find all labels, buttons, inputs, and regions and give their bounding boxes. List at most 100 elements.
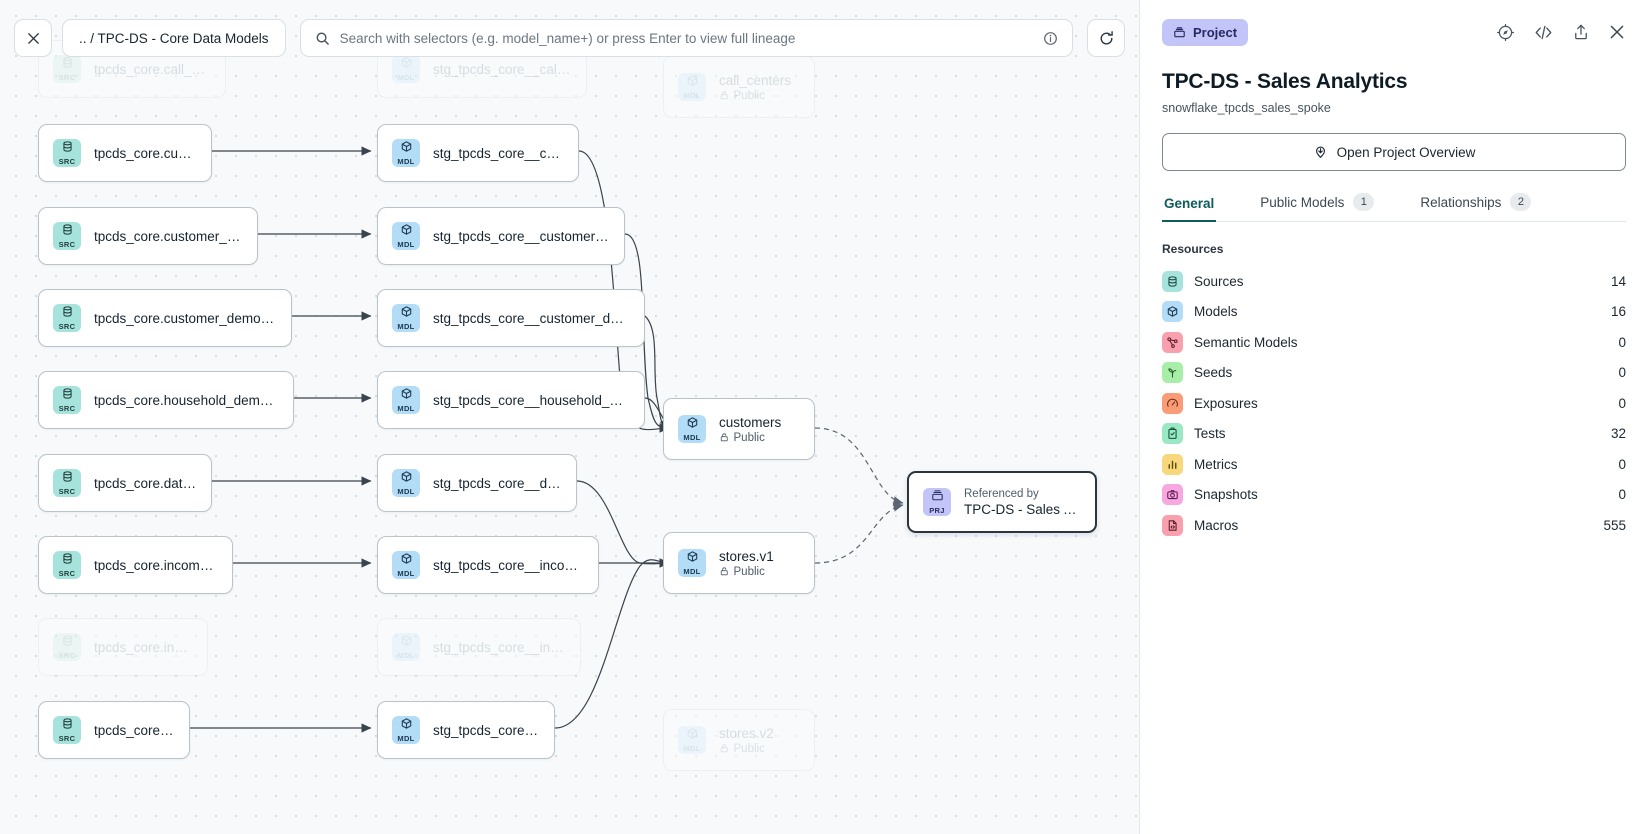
node-text: stg_tpcds_core__call_center (433, 62, 572, 77)
database-icon (61, 634, 74, 651)
node-text: stg_tpcds_core__customer_address (433, 229, 610, 244)
close-icon (27, 32, 39, 44)
cube-icon (400, 56, 413, 73)
close-panel-icon[interactable] (1608, 23, 1626, 41)
lineage-node-mdl-stg-household[interactable]: MDLstg_tpcds_core__household_demogr… (377, 371, 645, 429)
gauge-icon (1162, 392, 1183, 414)
tab-general[interactable]: General (1162, 196, 1217, 222)
code-icon[interactable] (1533, 22, 1554, 43)
node-type-label: SRC (58, 73, 76, 83)
cube-icon (400, 552, 413, 569)
open-project-overview-button[interactable]: Open Project Overview (1162, 133, 1626, 171)
project-chip-label: Project (1193, 24, 1238, 40)
node-kicker: Referenced by (964, 487, 1039, 500)
node-type-badge-mdl: MDL (392, 55, 420, 83)
node-type-badge-mdl: MDL (392, 222, 420, 250)
resource-name: Snapshots (1194, 487, 1258, 503)
project-icon (931, 489, 944, 506)
node-type-label: MDL (683, 744, 701, 754)
cube-icon (400, 305, 413, 322)
node-type-label: MDL (397, 487, 415, 497)
refresh-icon (1100, 30, 1113, 44)
resource-count: 0 (1618, 487, 1626, 503)
node-type-badge-src: SRC (53, 55, 81, 83)
tab-label: Public Models (1260, 194, 1345, 210)
lineage-edge (578, 150, 670, 433)
node-type-badge-mdl: MDL (392, 716, 420, 744)
explore-icon[interactable] (1496, 23, 1515, 42)
node-type-label: MDL (397, 322, 415, 332)
lineage-node-mdl-stg-customer-demo[interactable]: MDLstg_tpcds_core__customer_demogra… (377, 289, 645, 347)
clipboard-check-icon (1162, 423, 1183, 445)
refresh-button[interactable] (1087, 19, 1125, 57)
node-type-badge-mdl: MDL (392, 304, 420, 332)
resource-name: Macros (1194, 517, 1239, 533)
resource-count: 0 (1618, 395, 1626, 411)
database-icon (1162, 270, 1183, 292)
node-type-label: MDL (397, 157, 415, 167)
database-icon (61, 552, 74, 569)
node-type-label: SRC (58, 734, 76, 744)
search-bar[interactable] (299, 19, 1073, 57)
node-text: tpcds_core.call_center (94, 62, 211, 77)
node-title: TPC-DS - Sales Analytics (964, 501, 1081, 517)
node-type-badge-mdl: MDL (678, 73, 706, 101)
breadcrumb-label: .. / TPC-DS - Core Data Models (79, 30, 269, 46)
file-code-icon (1162, 514, 1183, 536)
info-icon[interactable] (1043, 31, 1058, 46)
resource-name: Models (1194, 304, 1238, 320)
breadcrumb[interactable]: .. / TPC-DS - Core Data Models (62, 19, 286, 57)
node-type-label: SRC (58, 322, 76, 332)
node-text: stg_tpcds_core__inventory (433, 640, 566, 655)
node-text: tpcds_core.store (94, 723, 175, 738)
share-icon[interactable] (1572, 23, 1590, 41)
cube-icon (686, 550, 699, 567)
lineage-node-src-store[interactable]: SRC tpcds_core.store (38, 701, 190, 759)
lineage-node-layer: SRC tpcds_core.call_centerSRCtpcds_core.c… (38, 40, 1097, 771)
resource-row[interactable]: Snapshots 0 (1162, 480, 1626, 511)
panel-header: Project (1162, 16, 1626, 48)
database-icon (61, 223, 74, 240)
node-type-badge-mdl: MDL (392, 139, 420, 167)
lineage-canvas[interactable]: SRC tpcds_core.call_centerSRCtpcds_core.c… (0, 0, 1140, 834)
cube-icon (400, 223, 413, 240)
node-type-badge-src: SRC (53, 304, 81, 332)
lock-icon (719, 743, 730, 754)
search-input[interactable] (339, 30, 1033, 46)
node-type-badge-src: SRC (53, 222, 81, 250)
lineage-node-mdl-stg-customer-addr[interactable]: MDL stg_tpcds_core__customer_address (377, 207, 625, 265)
lineage-edge-dashed (814, 427, 904, 506)
close-lineage-button[interactable] (14, 19, 52, 57)
